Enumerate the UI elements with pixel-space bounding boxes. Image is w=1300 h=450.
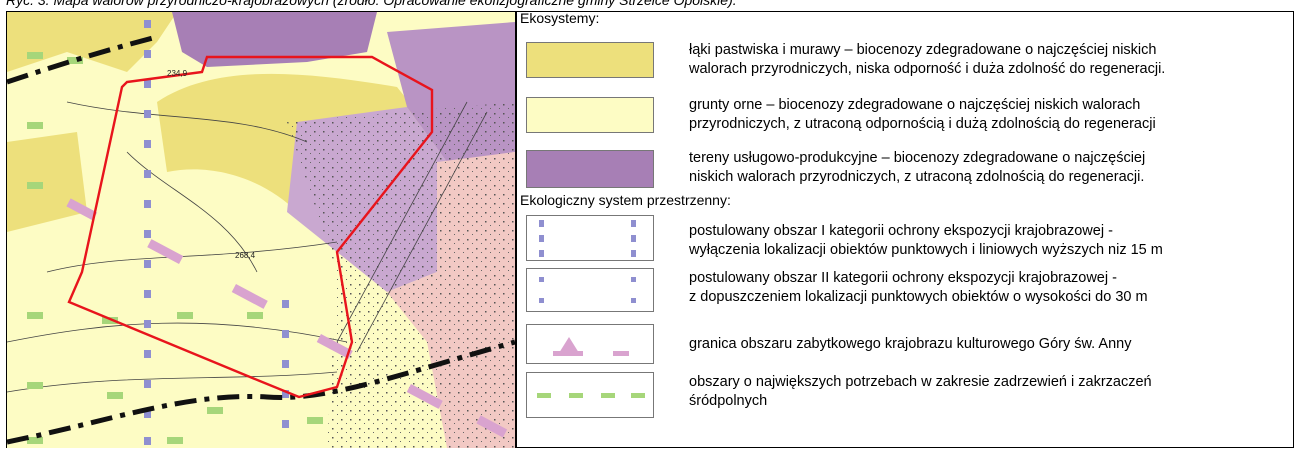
elevation-label: 234,9 — [167, 69, 188, 78]
shrub-need-icon — [526, 372, 654, 418]
ecosystems-title: Ekosystemy: — [520, 10, 600, 26]
arable-swatch — [526, 97, 654, 133]
heritage-legend-text: granica obszaru zabytkowego krajobrazu k… — [689, 336, 1132, 352]
industrial-legend-text: tereny usługowo-produkcyjne – biocenozy … — [689, 150, 1146, 185]
speckle-overlay — [287, 102, 515, 448]
system-title: Ekologiczny system przestrzenny: — [520, 192, 731, 208]
industrial-area — [172, 12, 377, 67]
elevation-label: 268,4 — [235, 251, 256, 260]
study-area-boundary — [67, 55, 434, 399]
industrial-swatch — [526, 150, 654, 188]
protection-2-icon — [526, 268, 654, 312]
protection-1-icon — [526, 215, 654, 261]
map-panel: 234,9 268,4 — [7, 12, 517, 448]
figure-frame — [6, 11, 1294, 448]
meadow-swatch — [526, 42, 654, 78]
protection-zone-markers — [144, 20, 289, 445]
terrain-lines — [7, 101, 488, 393]
heritage-boundary-markers — [66, 198, 508, 438]
meadow-area — [157, 73, 427, 212]
shrub-legend-text: obszary o największych potrzebach w zakr… — [689, 374, 1152, 409]
meadow-area — [7, 12, 177, 72]
heritage-boundary-icon — [526, 324, 654, 364]
meadow-legend-text: łąki pastwiska i murawy – biocenozy zdeg… — [689, 42, 1166, 77]
arable-legend-text: grunty orne – biocenozy zdegradowane o n… — [689, 97, 1156, 132]
admin-boundary — [7, 34, 515, 445]
shrub-need-markers — [27, 52, 323, 444]
protection-2-legend-text: postulowany obszar II kategorii ochrony … — [689, 270, 1148, 305]
map-legend: Ekosystemy: łąki pastwiska i murawy – bi… — [520, 10, 1290, 448]
figure-caption: Ryc. 3. Mapa walorów przyrodniczo-krajob… — [6, 0, 737, 8]
protection-1-legend-text: postulowany obszar I kategorii ochrony e… — [689, 223, 1163, 258]
meadow-area — [7, 132, 87, 232]
map-canvas: 234,9 268,4 — [7, 12, 515, 448]
